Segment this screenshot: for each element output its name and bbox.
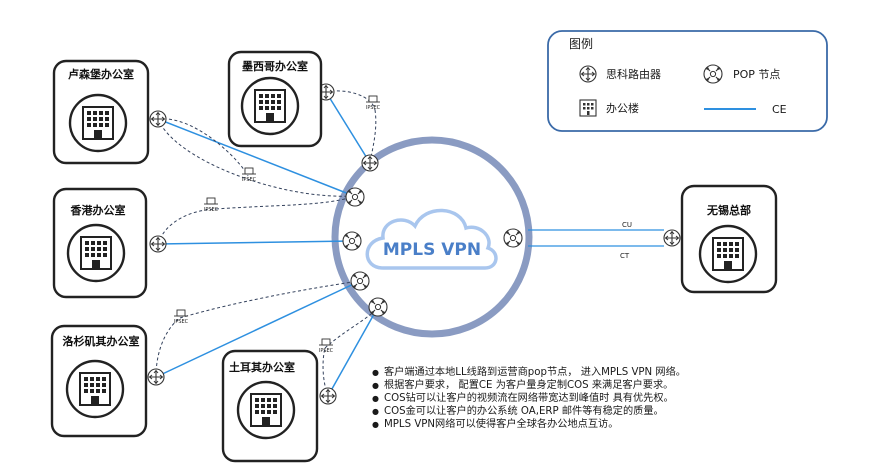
office-hongkong[interactable]: 香港办公室 bbox=[52, 187, 148, 299]
office-label: 无锡总部 bbox=[706, 203, 751, 217]
pop-node-icon[interactable] bbox=[342, 231, 362, 251]
office-mexico[interactable]: 墨西哥办公室 bbox=[227, 50, 323, 148]
office-turkey[interactable]: 土耳其办公室 bbox=[221, 349, 319, 463]
note-item: 根据客户要求， 配置CE 为客户量身定制COS 来满足客户要求。 bbox=[372, 379, 792, 392]
office-building-icon bbox=[65, 359, 125, 419]
ipsec-marker: IPSEC bbox=[203, 197, 219, 213]
office-label: 洛杉矶其办公室 bbox=[63, 334, 140, 348]
note-item: COS钻可以让客户的视频流在网络带宽达到峰值时 具有优先权。 bbox=[372, 392, 792, 405]
router-icon bbox=[579, 65, 597, 83]
ipsec-marker: IPSEC bbox=[241, 167, 257, 183]
note-item: COS金可以让客户的办公系统 OA,ERP 邮件等有稳定的质量。 bbox=[372, 405, 792, 418]
svg-text:IPSEC: IPSEC bbox=[366, 105, 381, 111]
office-label: 香港办公室 bbox=[70, 203, 126, 217]
note-item: MPLS VPN网络可以使得客户全球各办公地点互访。 bbox=[372, 418, 792, 431]
cloud-label: MPLS VPN bbox=[383, 240, 481, 260]
pop-node-icon bbox=[703, 64, 723, 84]
svg-text:IPSEC: IPSEC bbox=[204, 207, 219, 213]
cu-link-label: CU bbox=[622, 221, 632, 229]
ce-links bbox=[155, 91, 664, 397]
office-wuxi-hq[interactable]: 无锡总部 bbox=[680, 184, 778, 294]
svg-text:IPSEC: IPSEC bbox=[242, 177, 257, 183]
office-building-icon bbox=[68, 93, 128, 153]
ipsec-marker: IPSEC bbox=[173, 309, 189, 325]
router-icon[interactable] bbox=[663, 229, 681, 247]
router-icon[interactable] bbox=[147, 368, 165, 386]
mpls-cloud: MPLS VPN bbox=[331, 136, 533, 338]
ipsec-marker: IPSEC bbox=[318, 338, 334, 354]
building-icon bbox=[579, 99, 597, 117]
pop-node-icon[interactable] bbox=[350, 271, 370, 291]
office-building-icon bbox=[236, 380, 296, 440]
svg-text:IPSEC: IPSEC bbox=[174, 319, 189, 325]
router-icon[interactable] bbox=[319, 387, 337, 405]
note-item: 客户端通过本地LL线路到运营商pop节点， 进入MPLS VPN 网络。 bbox=[372, 366, 792, 379]
cloud-icon bbox=[365, 208, 498, 270]
router-icon[interactable] bbox=[149, 110, 167, 128]
pop-node-icon[interactable] bbox=[368, 297, 388, 317]
office-losangeles[interactable]: 洛杉矶其办公室 bbox=[50, 324, 148, 438]
router-icon[interactable] bbox=[361, 154, 379, 172]
office-label: 墨西哥办公室 bbox=[242, 59, 308, 73]
legend-ce-label: CE bbox=[772, 103, 787, 116]
router-icon[interactable] bbox=[149, 235, 167, 253]
legend-pop-label: POP 节点 bbox=[733, 68, 780, 81]
office-luxembourg[interactable]: 卢森堡办公室 bbox=[52, 59, 150, 165]
pop-node-icon[interactable] bbox=[345, 187, 365, 207]
legend-building-label: 办公楼 bbox=[606, 101, 639, 115]
legend-title: 图例 bbox=[569, 37, 593, 51]
ct-link-label: CT bbox=[620, 252, 630, 260]
notes-list: 客户端通过本地LL线路到运营商pop节点， 进入MPLS VPN 网络。 根据客… bbox=[372, 366, 792, 431]
office-building-icon bbox=[66, 223, 126, 283]
office-label: 土耳其办公室 bbox=[229, 360, 295, 374]
office-building-icon bbox=[240, 76, 300, 136]
office-building-icon bbox=[698, 224, 758, 284]
pop-node-icon[interactable] bbox=[503, 228, 523, 248]
office-label: 卢森堡办公室 bbox=[68, 67, 134, 81]
svg-text:IPSEC: IPSEC bbox=[319, 348, 334, 354]
ipsec-marker: IPSEC bbox=[365, 95, 381, 111]
legend: 图例 思科路由器 POP 节点 办公楼 CE bbox=[547, 30, 828, 132]
legend-router-label: 思科路由器 bbox=[606, 67, 661, 81]
